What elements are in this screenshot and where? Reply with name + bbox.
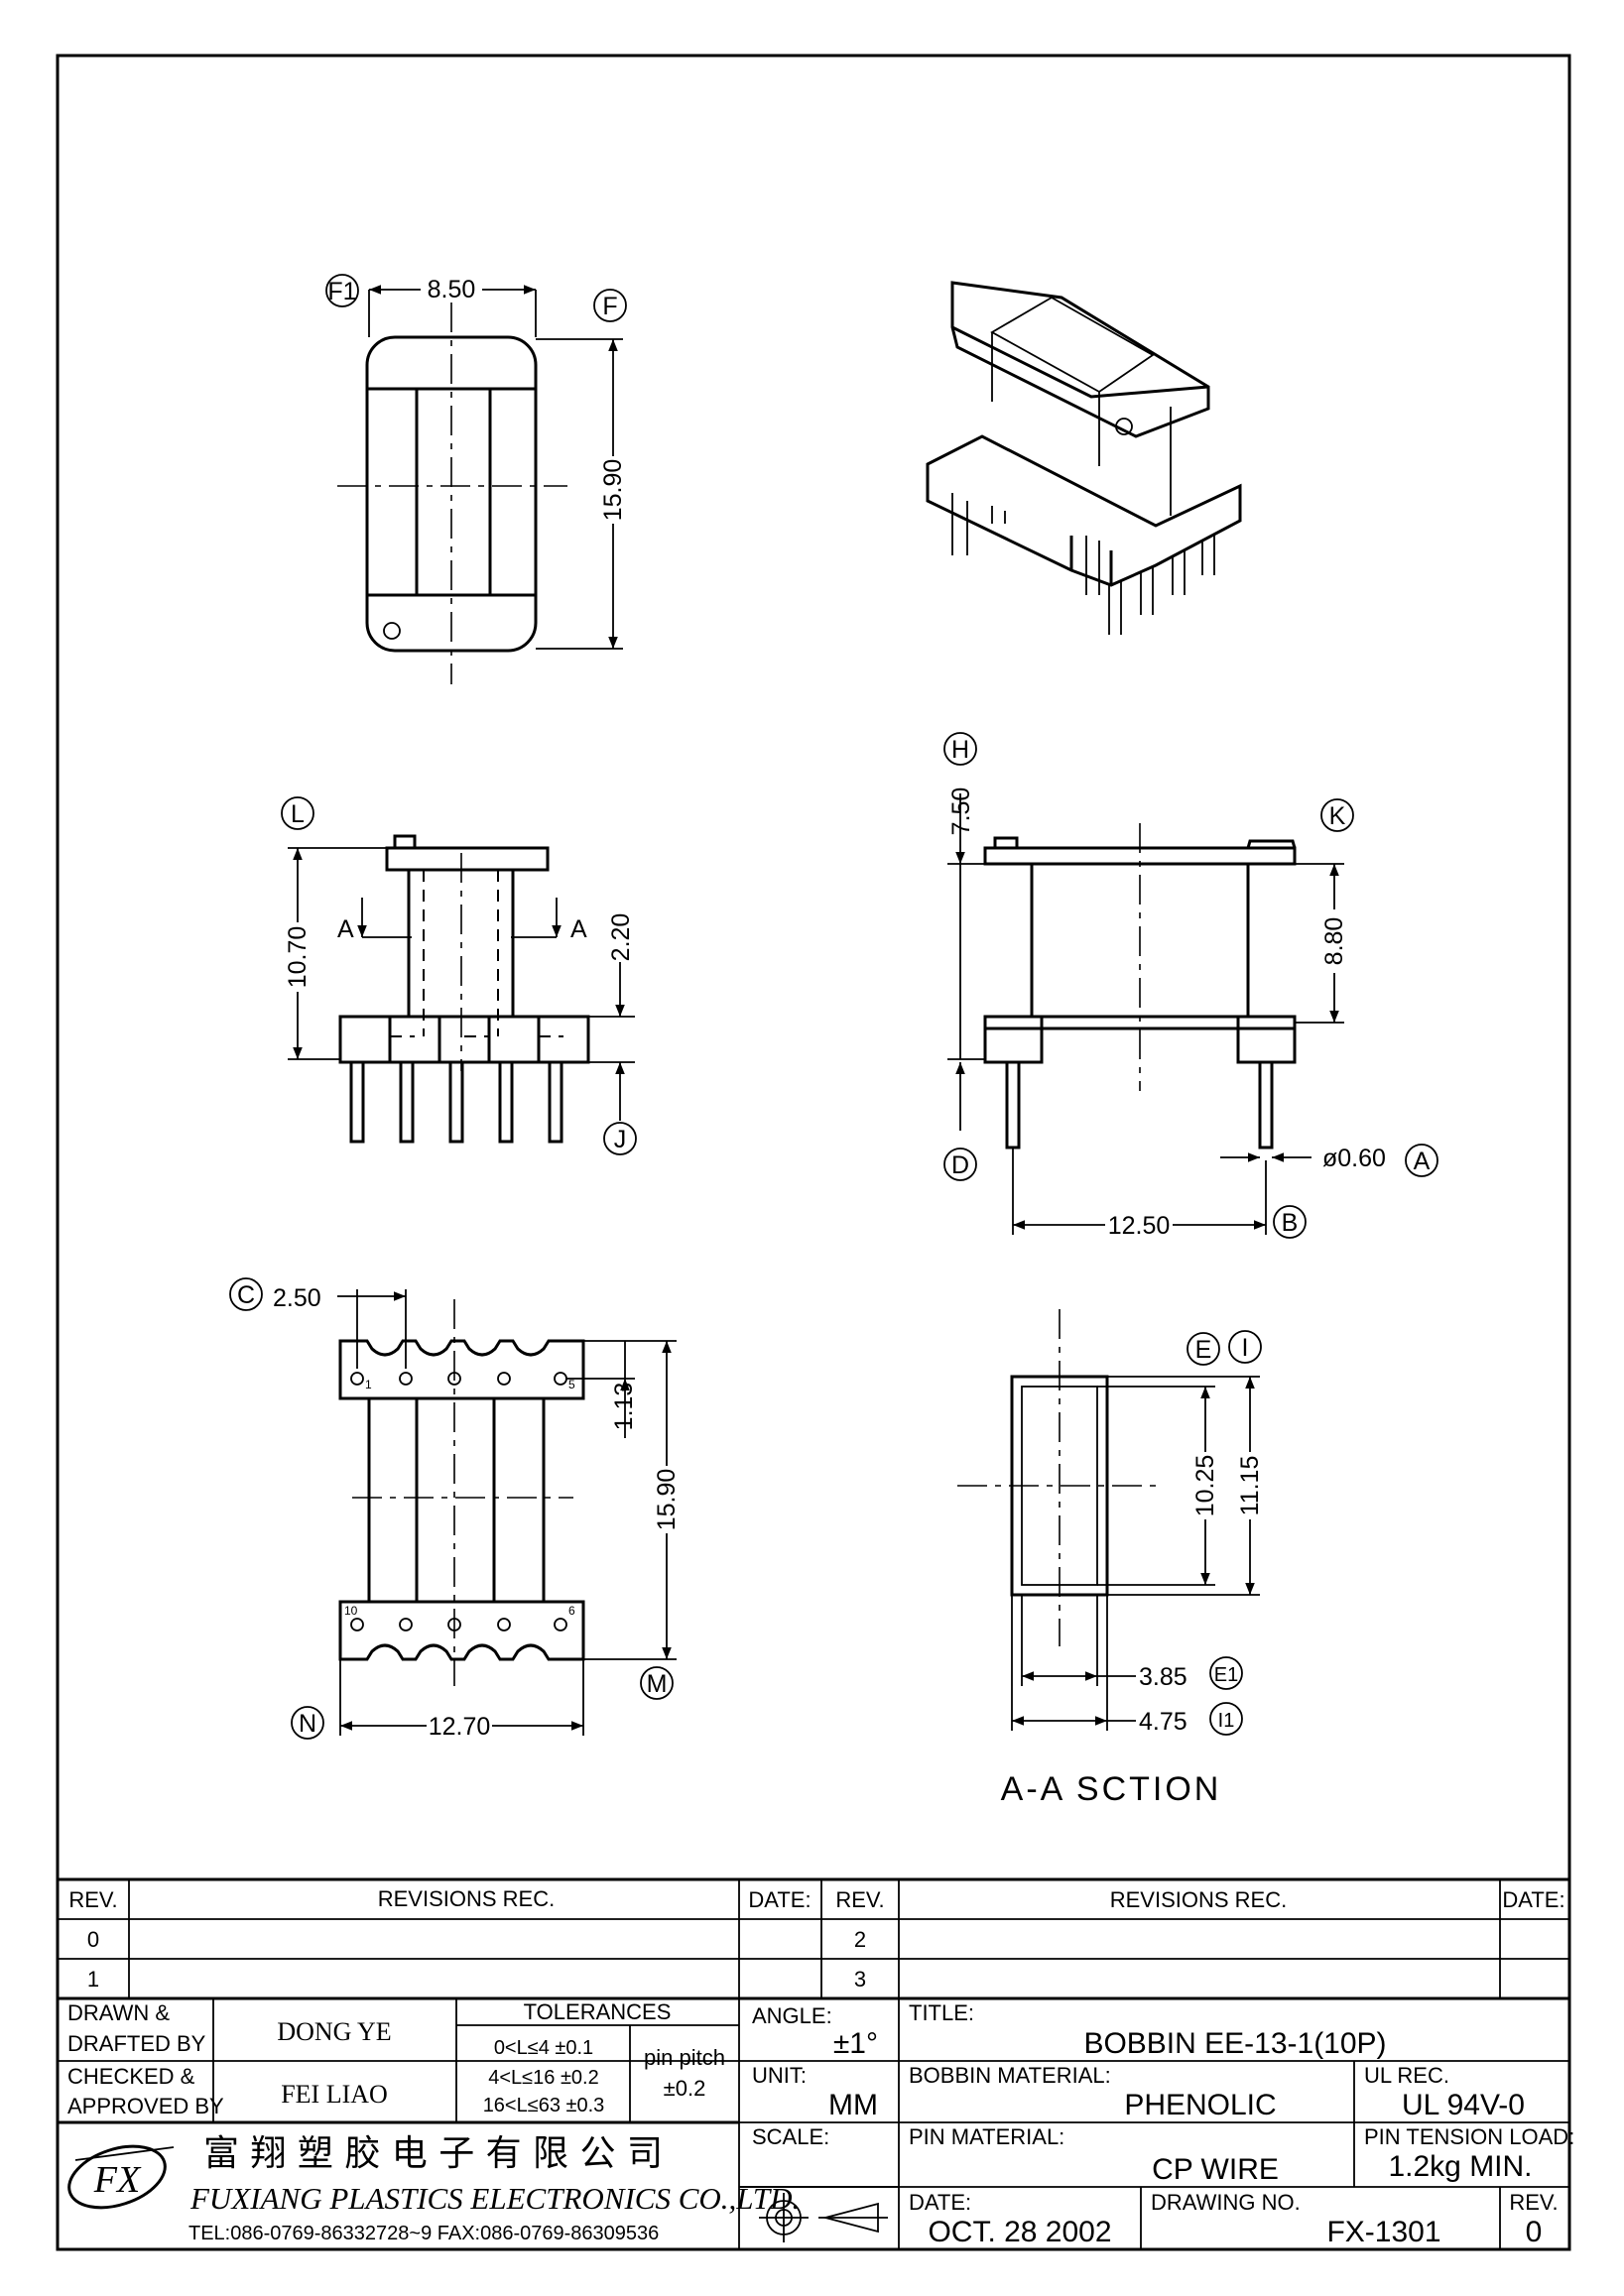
title-block: DRAWN & DRAFTED BY DONG YE CHECKED & APP… (58, 1998, 1574, 2249)
projection-symbol-icon (739, 2186, 899, 2242)
section-view: 10.25 11.15 3.85 4.75 E I E1 I1 A-A SCTI… (957, 1309, 1264, 1808)
marker-e: E (1195, 1336, 1212, 1364)
dim-pin-dia: ø0.60 (1322, 1145, 1386, 1172)
checked-label-2: APPROVED BY (67, 2094, 224, 2118)
drawn-label-1: DRAWN & (67, 2000, 170, 2025)
marker-f1: F1 (327, 278, 356, 305)
pin-number-6: 6 (568, 1604, 575, 1618)
ul-value: UL 94V-0 (1402, 2089, 1525, 2121)
marker-a: A (1414, 1148, 1431, 1175)
rec-header-right: REVISIONS REC. (1110, 1887, 1287, 1912)
dim-front-inner: 8.80 (1320, 917, 1348, 966)
unit-value: MM (828, 2089, 878, 2121)
top-view: 8.50 15.90 F1 F (325, 274, 627, 684)
pin-material-label: PIN MATERIAL: (909, 2124, 1064, 2149)
marker-h: H (951, 736, 969, 764)
dim-sec-outer-w: 4.75 (1139, 1708, 1187, 1736)
rev-row-0: 0 (87, 1927, 99, 1952)
date-label: DATE: (909, 2190, 971, 2215)
tolerances-label: TOLERANCES (524, 1999, 672, 2024)
dim-side-flange: 2.20 (607, 913, 635, 962)
rev-row-1: 1 (87, 1967, 99, 1992)
title-value: BOBBIN EE-13-1(10P) (1083, 2027, 1386, 2060)
rev-label: REV. (1509, 2190, 1558, 2215)
pin-pitch-tol: ±0.2 (664, 2076, 706, 2101)
marker-d: D (951, 1151, 969, 1179)
bottom-view: 1 5 10 6 2.50 1.13 15.90 12.70 C M N (229, 1277, 681, 1741)
dim-edge: 1.13 (610, 1383, 638, 1431)
angle-label: ANGLE: (752, 2003, 832, 2028)
pin-number-1: 1 (365, 1378, 372, 1391)
dim-sec-outer-h: 11.15 (1236, 1456, 1264, 1516)
dim-sec-inner-w: 3.85 (1139, 1663, 1187, 1691)
marker-k: K (1329, 802, 1346, 830)
rev-row-3: 3 (854, 1967, 866, 1992)
pin-pitch-label: pin pitch (644, 2045, 725, 2070)
sheet-border (56, 54, 1571, 2251)
drawing-no-value: FX-1301 (1326, 2216, 1440, 2248)
drawn-name: DONG YE (277, 2017, 391, 2046)
marker-c: C (237, 1281, 255, 1309)
section-arrow-left: A (337, 915, 354, 943)
bobbin-material-value: PHENOLIC (1124, 2089, 1276, 2121)
dim-side-height: 10.70 (284, 926, 312, 989)
marker-i: I (1242, 1334, 1249, 1362)
date-value: OCT. 28 2002 (928, 2216, 1111, 2248)
marker-l: L (291, 800, 305, 828)
checked-label-1: CHECKED & (67, 2064, 195, 2089)
marker-n: N (299, 1710, 316, 1738)
company-logo: FX (67, 2144, 175, 2210)
tolerance-1: 0<L≤4 ±0.1 (494, 2037, 593, 2059)
tension-label: PIN TENSION LOAD: (1364, 2124, 1574, 2149)
section-arrow-right: A (570, 915, 587, 943)
dim-sec-inner-h: 10.25 (1191, 1455, 1219, 1517)
company-name-en: FUXIANG PLASTICS ELECTRONICS CO.,LTD. (189, 2181, 800, 2216)
date-header-right: DATE: (1502, 1887, 1564, 1912)
date-header-left: DATE: (748, 1887, 811, 1912)
title-label: TITLE: (909, 2000, 974, 2025)
logo-text: FX (93, 2159, 142, 2201)
company-name-cn: 富 翔 塑 胶 电 子 有 限 公 司 (203, 2133, 663, 2174)
angle-value: ±1° (833, 2027, 878, 2060)
dim-top-height: 15.90 (599, 459, 627, 522)
tolerance-3: 16<L≤63 ±0.3 (483, 2095, 605, 2116)
bobbin-material-label: BOBBIN MATERIAL: (909, 2063, 1111, 2088)
ul-label: UL REC. (1364, 2063, 1449, 2088)
drawn-label-2: DRAFTED BY (67, 2031, 206, 2056)
scale-label: SCALE: (752, 2124, 829, 2149)
marker-m: M (647, 1670, 668, 1698)
rev-header-left: REV. (68, 1887, 117, 1912)
dim-bottom-width: 12.70 (429, 1713, 491, 1741)
tolerance-2: 4<L≤16 ±0.2 (488, 2067, 598, 2089)
tension-value: 1.2kg MIN. (1388, 2150, 1532, 2183)
side-view: 10.70 2.20 A A L J (281, 796, 637, 1155)
section-title: A-A SCTION (1001, 1770, 1222, 1808)
marker-i1: I1 (1218, 1710, 1235, 1732)
pin-material-value: CP WIRE (1152, 2153, 1279, 2186)
drawing-no-label: DRAWING NO. (1151, 2190, 1301, 2215)
front-view: 7.50 8.80 ø0.60 12.50 H K D A B (943, 732, 1438, 1240)
dim-top-width: 8.50 (428, 276, 476, 303)
dim-pin-span: 12.50 (1108, 1212, 1171, 1240)
revisions-table: REV. REVISIONS REC. DATE: REV. REVISIONS… (58, 1877, 1569, 2249)
dim-front-height: 7.50 (947, 787, 975, 836)
rev-row-2: 2 (854, 1927, 866, 1952)
rec-header-left: REVISIONS REC. (378, 1886, 555, 1911)
rev-value: 0 (1526, 2216, 1543, 2248)
marker-e1: E1 (1214, 1664, 1238, 1686)
isometric-view (926, 281, 1242, 635)
dim-bottom-height: 15.90 (653, 1469, 681, 1531)
marker-f: F (602, 293, 617, 320)
pin-number-5: 5 (568, 1378, 575, 1391)
unit-label: UNIT: (752, 2063, 807, 2088)
pin-number-10: 10 (344, 1604, 358, 1618)
marker-b: B (1282, 1209, 1299, 1237)
checked-name: FEI LIAO (281, 2080, 388, 2109)
dim-pitch: 2.50 (273, 1284, 321, 1312)
marker-j: J (614, 1126, 627, 1153)
rev-header-right: REV. (835, 1887, 884, 1912)
company-contact: TEL:086-0769-86332728~9 FAX:086-0769-863… (188, 2223, 659, 2244)
